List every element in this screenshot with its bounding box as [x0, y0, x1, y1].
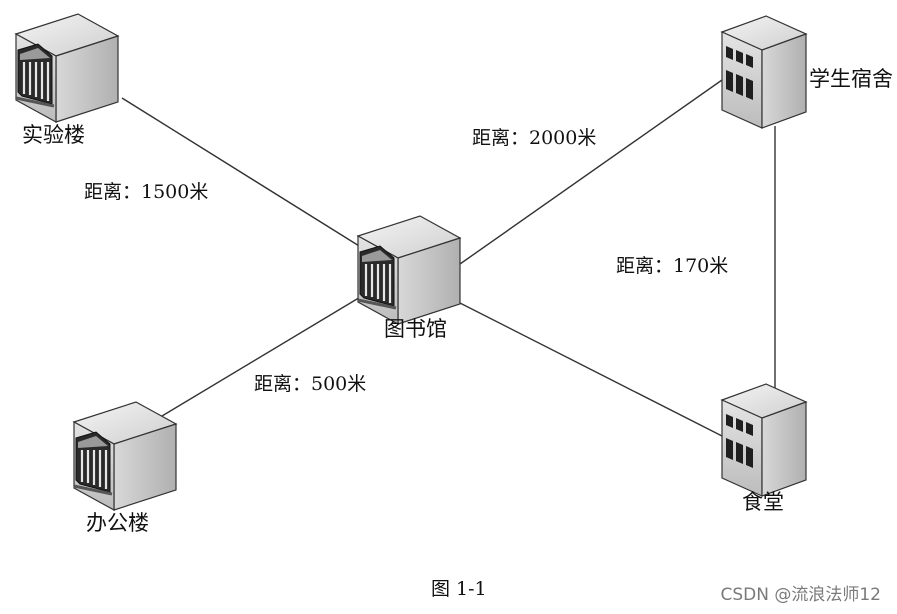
node-label-lab: 实验楼	[22, 123, 85, 147]
edge-label-office-library: 距离：500米	[254, 373, 366, 395]
link-lab-library	[121, 97, 373, 255]
network-links	[121, 79, 776, 437]
dorm-building-icon	[721, 15, 807, 129]
link-library-canteen	[457, 301, 723, 437]
node-label-library: 图书馆	[384, 317, 447, 341]
canteen-building-icon	[721, 383, 807, 497]
edge-label-lab-library: 距离：1500米	[84, 181, 208, 203]
node-label-dorm: 学生宿舍	[809, 67, 893, 91]
figure-caption: 图 1-1	[431, 578, 487, 600]
lab-building-icon	[14, 12, 120, 124]
node-label-office: 办公楼	[86, 511, 149, 535]
watermark: CSDN @流浪法师12	[720, 585, 881, 605]
edge-label-dorm-canteen: 距离：170米	[616, 255, 728, 277]
library-building-icon	[356, 214, 462, 326]
link-office-library	[151, 289, 373, 423]
office-building-icon	[72, 400, 178, 512]
link-library-dorm	[459, 79, 723, 265]
node-label-canteen: 食堂	[742, 490, 784, 514]
edge-label-library-dorm: 距离：2000米	[472, 127, 596, 149]
